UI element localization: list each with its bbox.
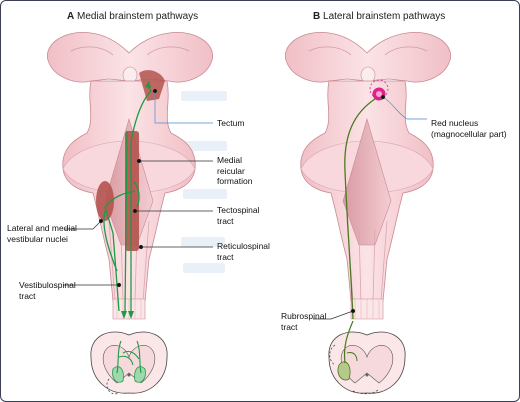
spinal-cross-section-a [90, 331, 168, 395]
label-red-nucleus: Red nucleus (magnocellular part) [431, 118, 507, 139]
brainstem-a [47, 32, 213, 320]
blank-box [181, 91, 227, 101]
blank-box [183, 189, 227, 199]
spinal-cross-section-b [328, 320, 406, 395]
tectum-region [139, 70, 165, 101]
label-vestibular-nuclei: Lateral and medial vestibular nuclei [7, 223, 77, 244]
blank-box [181, 237, 225, 247]
blank-box [179, 141, 227, 151]
label-rubrospinal-tract: Rubrospinal tract [281, 311, 327, 332]
blank-box [183, 263, 225, 273]
vestibular-nuclei-region [96, 181, 114, 221]
tracts-a [103, 84, 152, 312]
label-tectum: Tectum [217, 118, 245, 128]
label-medial-reticular-formation: Medial reicular formation [217, 155, 253, 187]
label-tectospinal-tract: Tectospinal tract [217, 205, 260, 226]
rubrospinal-tract-line [344, 98, 376, 320]
thalamus-a [47, 32, 213, 83]
panel-a-title: A Medial brainstem pathways [67, 11, 199, 22]
leader-lines-a [63, 88, 213, 288]
brainstem-b [285, 32, 451, 320]
label-reticulospinal-tract: Reticulospinal tract [217, 241, 270, 262]
panel-b-title: B Lateral brainstem pathways [313, 11, 446, 22]
leader-lines-b [313, 94, 427, 320]
label-vestibulospinal-tract: Vestibulospinal tract [19, 280, 76, 301]
